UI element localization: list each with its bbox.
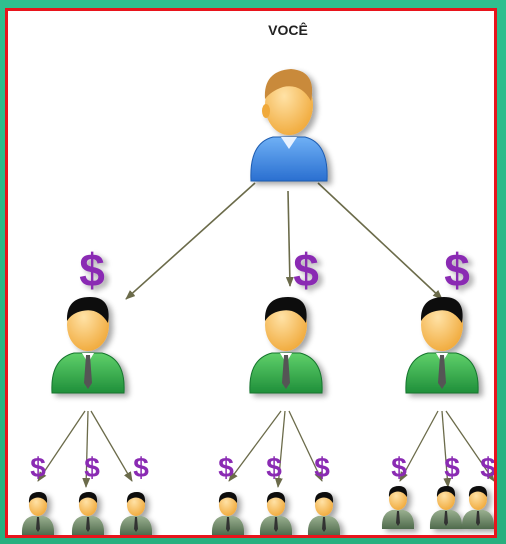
arrow [82, 410, 91, 488]
arrow [125, 182, 256, 300]
network-diagram: VOCÊ $ $ [21, 21, 494, 535]
dollar-icon: $ [391, 452, 407, 483]
dollar-icon: $ [444, 244, 470, 296]
dollar-icon: $ [30, 452, 46, 483]
arrows-level1-to-level2 [37, 410, 494, 488]
level2-people [21, 486, 494, 535]
arrow [317, 182, 443, 300]
arrow [285, 190, 294, 287]
dollar-icon: $ [444, 452, 460, 483]
arrow [37, 410, 86, 482]
level2-person-icon [259, 492, 293, 535]
level1-person-icon [51, 297, 125, 394]
level1-dollars: $ $ $ [79, 244, 470, 296]
dollar-icon: $ [480, 452, 494, 483]
dollar-icon: $ [314, 452, 330, 483]
level2-dollars: $ $ $ $ $ $ $ $ $ [30, 452, 494, 483]
level1-person-icon [249, 297, 323, 394]
level2-person-icon [461, 486, 494, 529]
level2-person-icon [307, 492, 341, 535]
arrow [399, 410, 439, 482]
level2-person-icon [119, 492, 153, 535]
level1-person-icon [405, 297, 479, 394]
level2-person-icon [21, 492, 55, 535]
level2-person-icon [381, 486, 415, 529]
level2-person-icon [429, 486, 463, 529]
arrow [445, 410, 494, 482]
arrow [90, 410, 133, 482]
diagram-frame: VOCÊ $ $ [5, 8, 497, 538]
level2-person-icon [211, 492, 245, 535]
arrow [288, 410, 323, 482]
arrow [441, 410, 452, 488]
dollar-icon: $ [79, 244, 105, 296]
arrows-root-to-level1 [125, 182, 443, 300]
arrow [274, 410, 286, 488]
level2-person-icon [71, 492, 105, 535]
dollar-icon: $ [218, 452, 234, 483]
root-label: VOCÊ [268, 21, 308, 38]
dollar-icon: $ [84, 452, 100, 483]
dollar-icon: $ [293, 244, 319, 296]
dollar-icon: $ [133, 452, 149, 483]
dollar-icon: $ [266, 452, 282, 483]
root-person-icon [250, 69, 328, 182]
arrow [228, 410, 282, 482]
